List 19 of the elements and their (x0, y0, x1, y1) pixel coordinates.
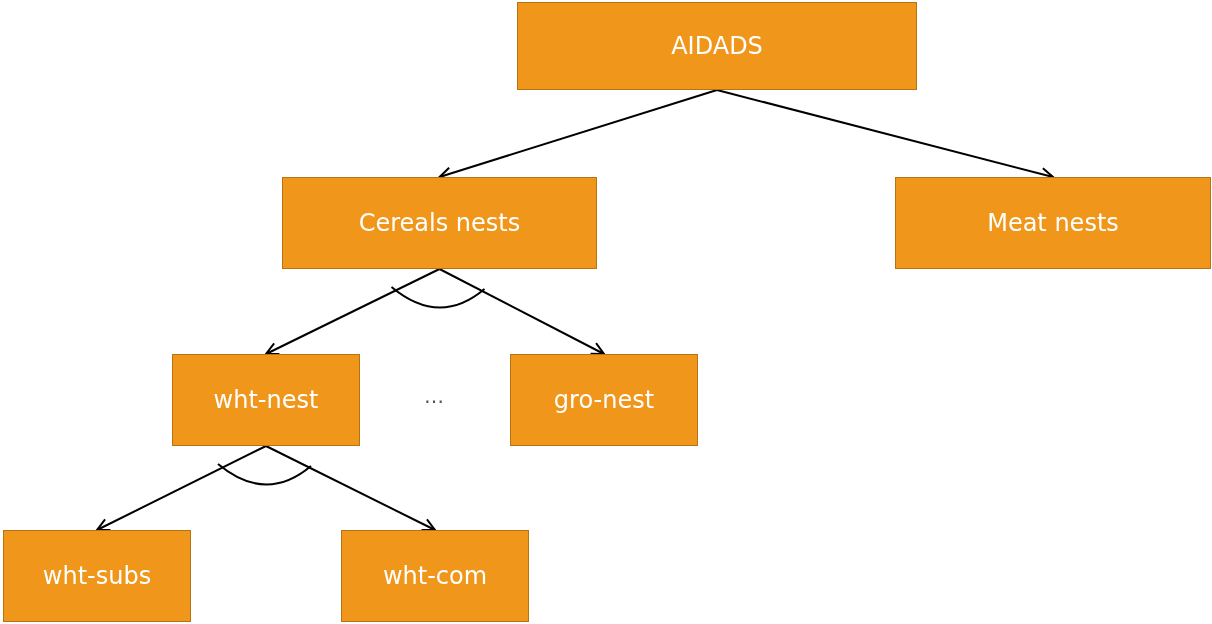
node-label: Meat nests (987, 209, 1119, 237)
process-box (3, 530, 191, 622)
process-box (510, 354, 698, 446)
process-box (172, 354, 360, 446)
process-box (895, 177, 1211, 269)
arrow (96, 445, 267, 532)
node-label: wht-nest (213, 386, 319, 414)
ellipsis-text: … (424, 384, 444, 408)
node-label: wht-com (382, 562, 488, 590)
process-box (341, 530, 529, 622)
node-label: AIDADS (671, 32, 763, 60)
node-label: gro-nest (553, 386, 655, 414)
node-label: wht-subs (42, 562, 152, 590)
arrow (438, 268, 605, 355)
arrow (265, 445, 436, 532)
process-box (282, 177, 597, 269)
arrow (265, 268, 441, 356)
node-label: Cereals nests (358, 209, 521, 237)
process-box (517, 2, 917, 90)
